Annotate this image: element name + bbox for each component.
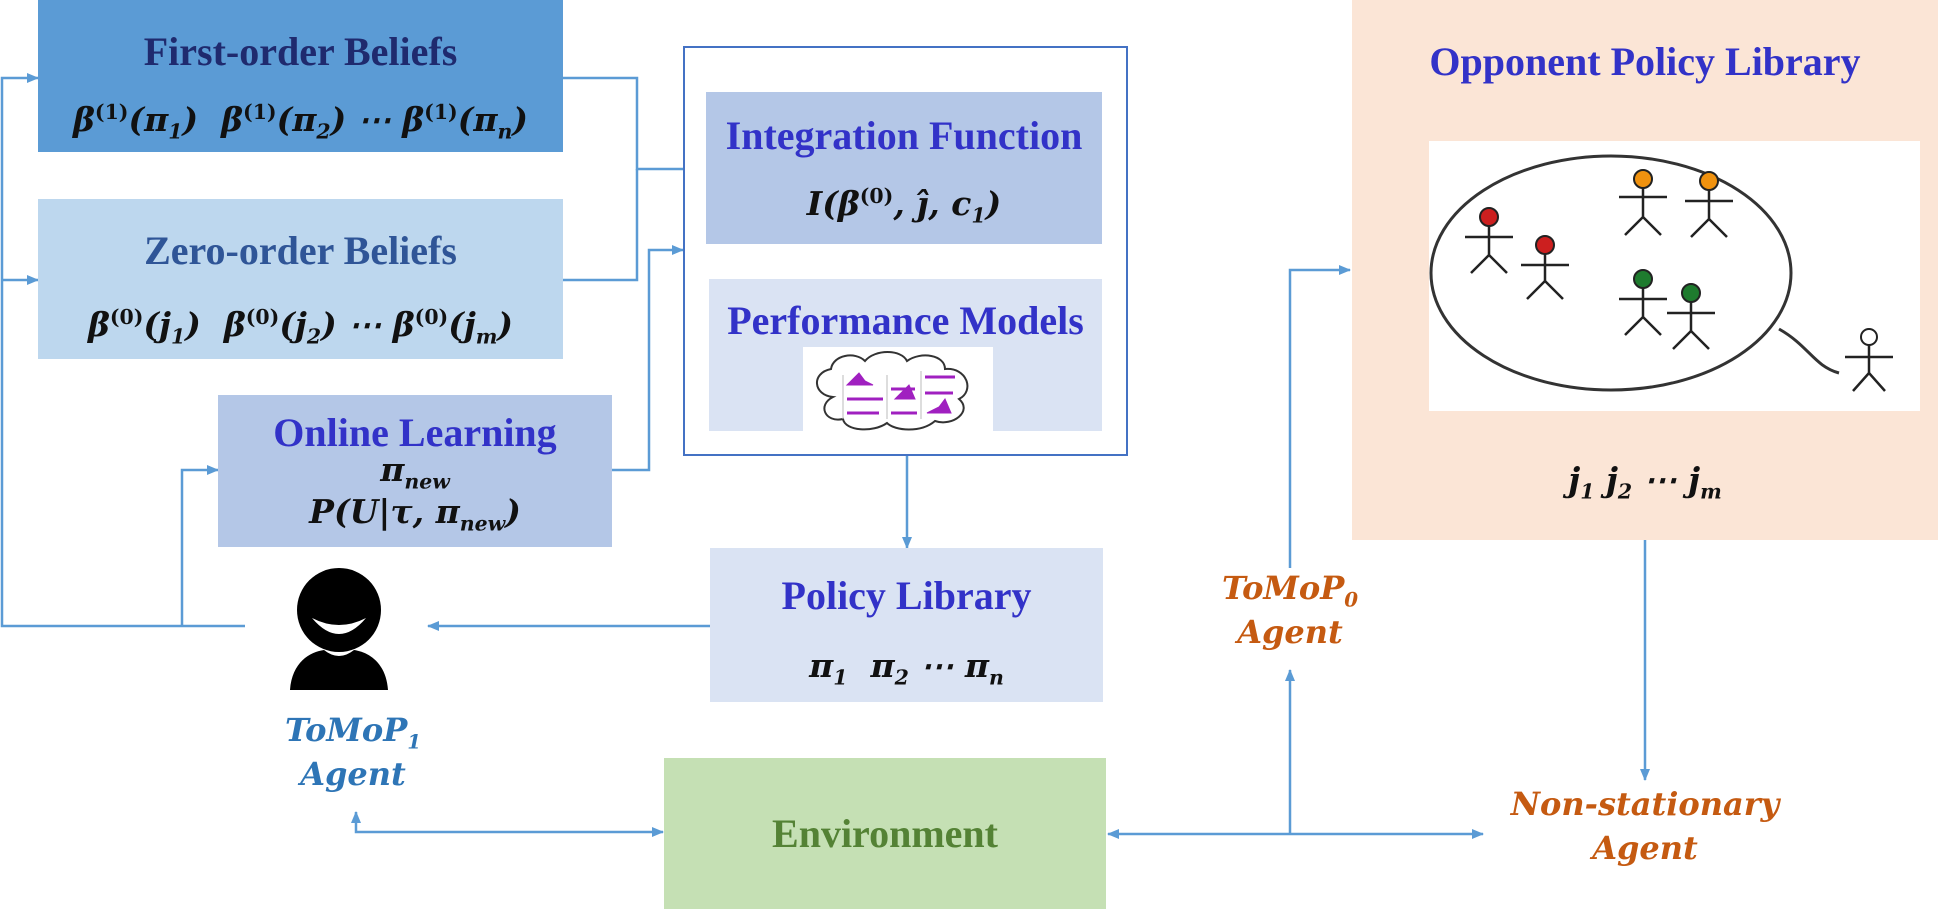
online-learning-title: Online Learning bbox=[273, 410, 557, 455]
arrow-env-tomop1 bbox=[351, 811, 664, 837]
arrow-agent-to-online bbox=[180, 465, 219, 626]
first-order-beliefs-title: First-order Beliefs bbox=[143, 29, 458, 74]
performance-models-box: Performance Models bbox=[709, 279, 1102, 431]
first-order-beliefs-box: First-order Beliefs β(1)(π1) β(1)(π2) ⋯ … bbox=[38, 0, 563, 152]
opponent-population-icon bbox=[1429, 141, 1920, 411]
policy-library-title: Policy Library bbox=[781, 573, 1032, 618]
first-order-beliefs-formula: β(1)(π1) β(1)(π2) ⋯ β(1)(πn) bbox=[73, 100, 528, 144]
arrow-first-to-integration bbox=[563, 76, 707, 174]
opponent-policy-library-title: Opponent Policy Library bbox=[1429, 39, 1861, 84]
opponent-policy-library-box: Opponent Policy Library bbox=[1352, 0, 1938, 540]
tomop1-agent-label: ToMoP1 Agent bbox=[284, 711, 422, 793]
online-learning-probability: P(U|τ, πnew) bbox=[309, 492, 521, 536]
arrow-agent-to-beliefs bbox=[0, 73, 245, 628]
zero-order-beliefs-box: Zero-order Beliefs β(0)(j1) β(0)(j2) ⋯ β… bbox=[38, 199, 563, 359]
integration-function-formula: I(β(0), ĵ, c1) bbox=[806, 184, 1002, 228]
performance-cloud-icon bbox=[803, 347, 993, 431]
user-avatar-icon bbox=[284, 566, 394, 690]
online-learning-policy: πnew bbox=[380, 450, 450, 494]
integration-function-box: Integration Function I(β(0), ĵ, c1) bbox=[706, 92, 1102, 244]
arrow-zero-to-integration bbox=[563, 169, 639, 282]
tomop0-agent-label: ToMoP0 Agent bbox=[1221, 569, 1359, 651]
policy-library-box: Policy Library π1 π2 ⋯ πn bbox=[710, 548, 1103, 702]
zero-order-beliefs-formula: β(0)(j1) β(0)(j2) ⋯ β(0)(jm) bbox=[87, 305, 514, 349]
environment-title: Environment bbox=[772, 811, 998, 856]
zero-order-beliefs-title: Zero-order Beliefs bbox=[144, 228, 457, 273]
opponent-policy-list: j1 j2 ⋯ jm bbox=[1568, 460, 1722, 504]
arrow-tomop0-to-opponent bbox=[1288, 265, 1351, 568]
arrow-online-to-module bbox=[612, 245, 684, 472]
policy-library-list: π1 π2 ⋯ πn bbox=[809, 646, 1004, 690]
nonstationary-agent-label: Non-stationary Agent bbox=[1510, 785, 1780, 867]
performance-models-title: Performance Models bbox=[727, 298, 1084, 343]
environment-box: Environment bbox=[664, 758, 1106, 909]
online-learning-box: Online Learning πnew P(U|τ, πnew) bbox=[218, 395, 612, 547]
integration-function-title: Integration Function bbox=[725, 113, 1083, 158]
